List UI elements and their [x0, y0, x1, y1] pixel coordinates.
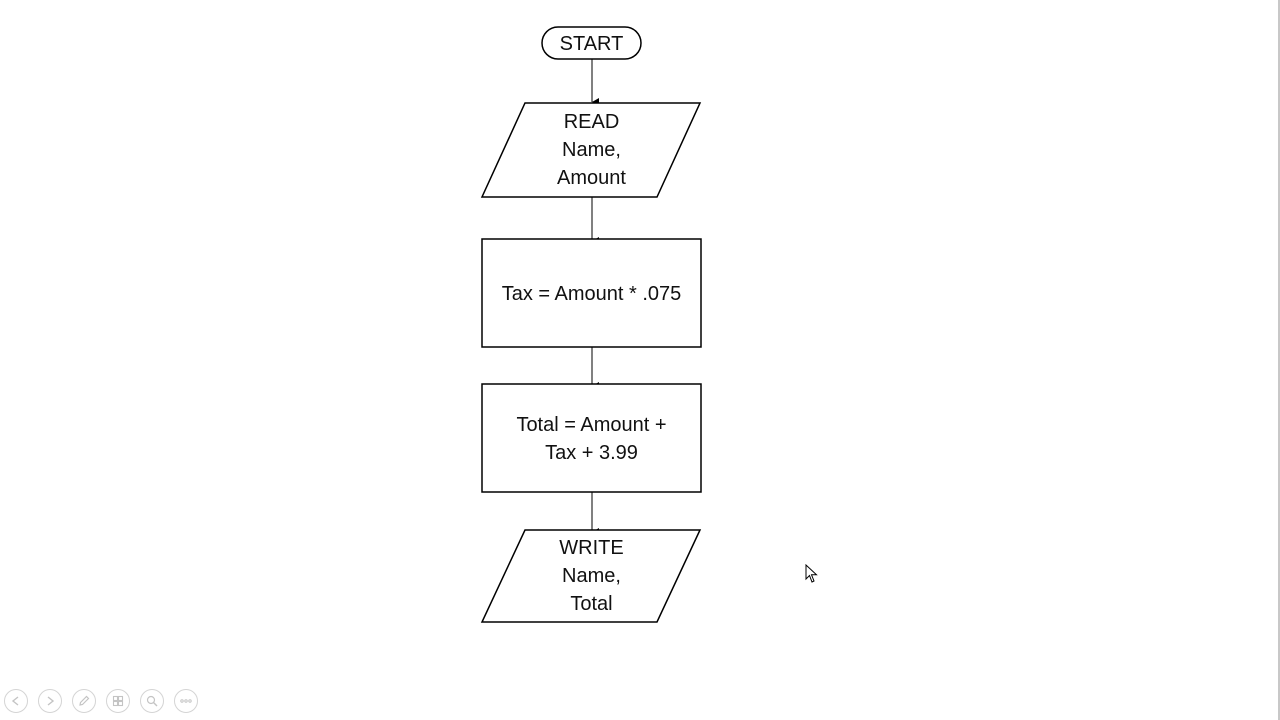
write-label: WRITE Name, Total: [482, 530, 701, 622]
pen-tool-button[interactable]: [72, 689, 96, 713]
next-icon: [47, 696, 55, 706]
tax-label: Tax = Amount * .075: [482, 239, 701, 349]
read-line-2: Name,: [562, 139, 621, 161]
window-edge: [1278, 0, 1280, 720]
total-line-1: Total = Amount +: [516, 414, 667, 436]
zoom-button[interactable]: [140, 689, 164, 713]
read-label: READ Name, Amount: [482, 103, 701, 197]
write-line-1: WRITE: [559, 537, 624, 559]
total-process-box: [481, 383, 702, 493]
read-input-shape: [480, 102, 702, 198]
start-text: START: [559, 32, 624, 55]
read-line-1: READ: [563, 111, 620, 133]
more-options-icon: [180, 699, 192, 703]
write-line-3: Total: [570, 593, 613, 615]
slides-icon: [112, 695, 124, 707]
tax-process-box: [481, 238, 702, 348]
start-label: START: [542, 27, 641, 60]
write-line-2: Name,: [562, 565, 621, 587]
more-options-button[interactable]: [174, 689, 198, 713]
mouse-pointer-icon: [805, 564, 818, 583]
read-line-3: Amount: [557, 167, 626, 189]
tax-line-1: Tax = Amount * .075: [501, 283, 682, 305]
write-output-shape: [480, 529, 702, 623]
pen-icon: [79, 695, 90, 706]
see-all-slides-button[interactable]: [106, 689, 130, 713]
total-label: Total = Amount + Tax + 3.99: [482, 384, 701, 494]
slideshow-toolbar: [4, 689, 198, 715]
next-slide-button[interactable]: [38, 689, 62, 713]
zoom-icon: [146, 695, 158, 707]
previous-icon: [11, 696, 19, 706]
previous-slide-button[interactable]: [4, 689, 28, 713]
total-line-2: Tax + 3.99: [545, 442, 638, 464]
